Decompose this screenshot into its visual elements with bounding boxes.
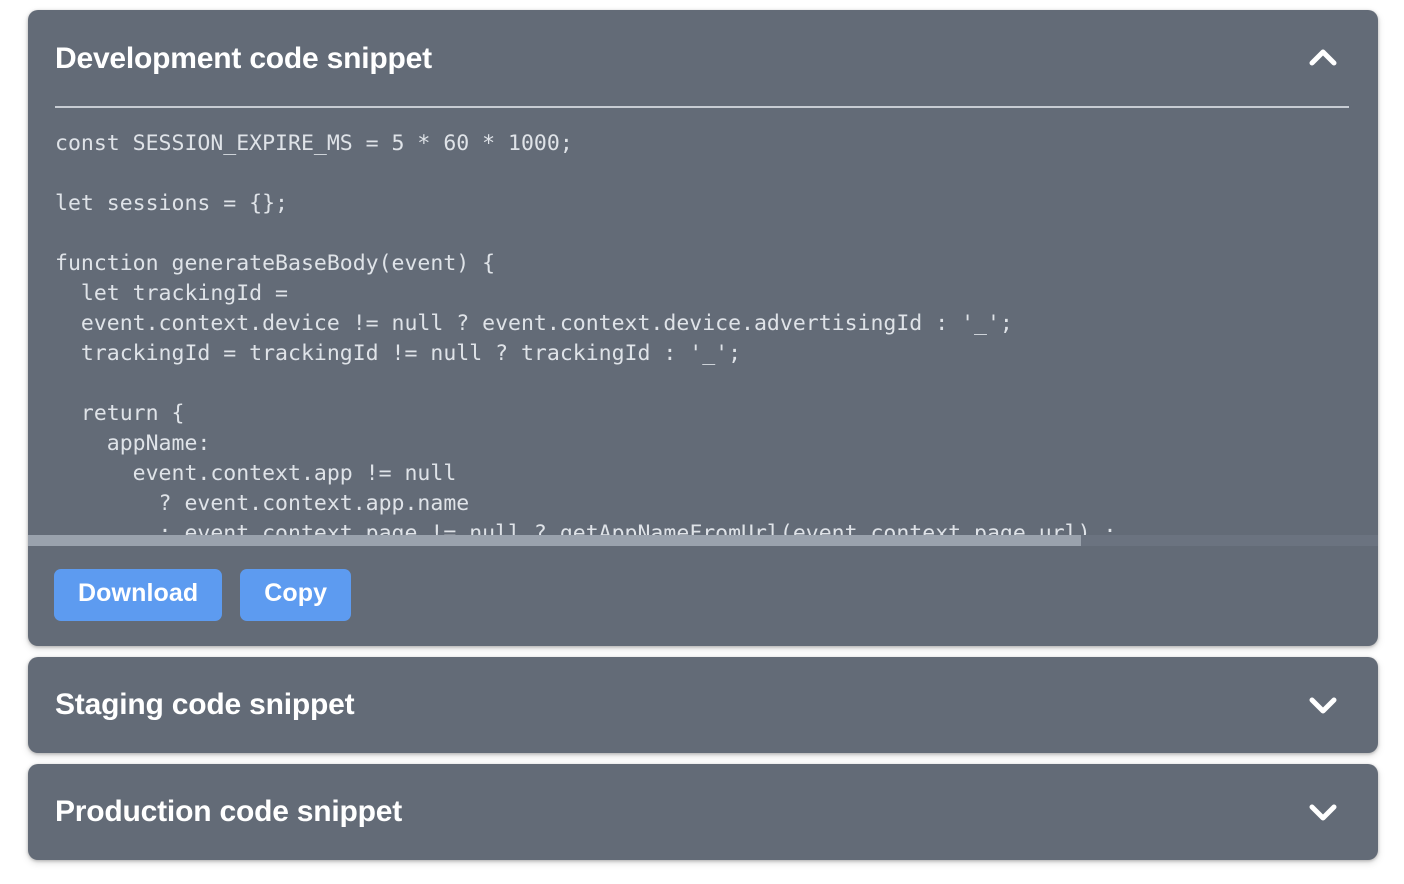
- panel-header-staging[interactable]: Staging code snippet: [28, 657, 1378, 753]
- panel-header-production[interactable]: Production code snippet: [28, 764, 1378, 860]
- panel-staging: Staging code snippet: [28, 656, 1378, 753]
- panel-header-development[interactable]: Development code snippet: [28, 10, 1378, 106]
- code-block-development: const SESSION_EXPIRE_MS = 5 * 60 * 1000;…: [55, 131, 1117, 535]
- code-region: const SESSION_EXPIRE_MS = 5 * 60 * 1000;…: [28, 108, 1378, 546]
- download-button[interactable]: Download: [54, 569, 223, 621]
- chevron-up-icon[interactable]: [1300, 35, 1346, 81]
- copy-button[interactable]: Copy: [240, 569, 352, 621]
- scrollbar-thumb[interactable]: [28, 535, 1081, 546]
- panel-development: Development code snippet const SESSION_E…: [28, 10, 1378, 646]
- panel-divider: [55, 106, 1349, 108]
- panel-title-production: Production code snippet: [55, 795, 403, 828]
- chevron-down-icon[interactable]: [1300, 789, 1346, 835]
- code-scroll-area[interactable]: const SESSION_EXPIRE_MS = 5 * 60 * 1000;…: [28, 108, 1378, 535]
- code-horizontal-scrollbar[interactable]: [28, 535, 1378, 546]
- chevron-down-icon[interactable]: [1300, 682, 1346, 728]
- panel-production: Production code snippet: [28, 763, 1378, 860]
- panel-actions-development: Download Copy: [28, 546, 1378, 646]
- panel-title-staging: Staging code snippet: [55, 688, 355, 721]
- panel-title-development: Development code snippet: [55, 41, 432, 75]
